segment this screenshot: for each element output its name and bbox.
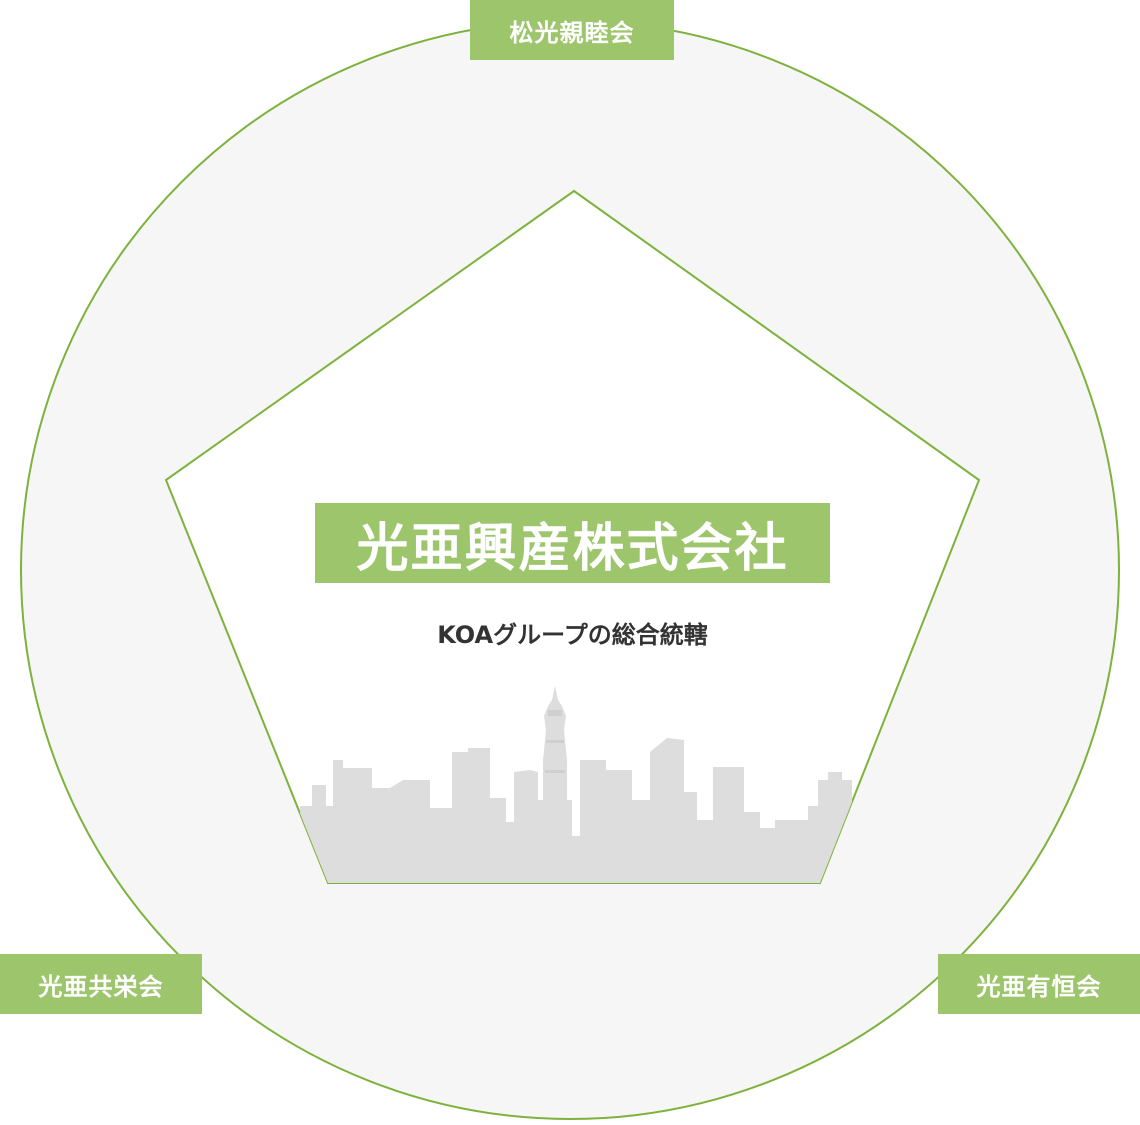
company-subtitle: KOAグループの総合統轄 — [437, 620, 708, 649]
group-label-top: 松光親睦会 — [470, 0, 674, 60]
company-title: 光亜興産株式会社 — [315, 503, 830, 583]
city-skyline-illustration — [300, 686, 852, 883]
group-label-bottom-left: 光亜共栄会 — [0, 954, 202, 1014]
group-label-bottom-right: 光亜有恒会 — [938, 954, 1140, 1014]
